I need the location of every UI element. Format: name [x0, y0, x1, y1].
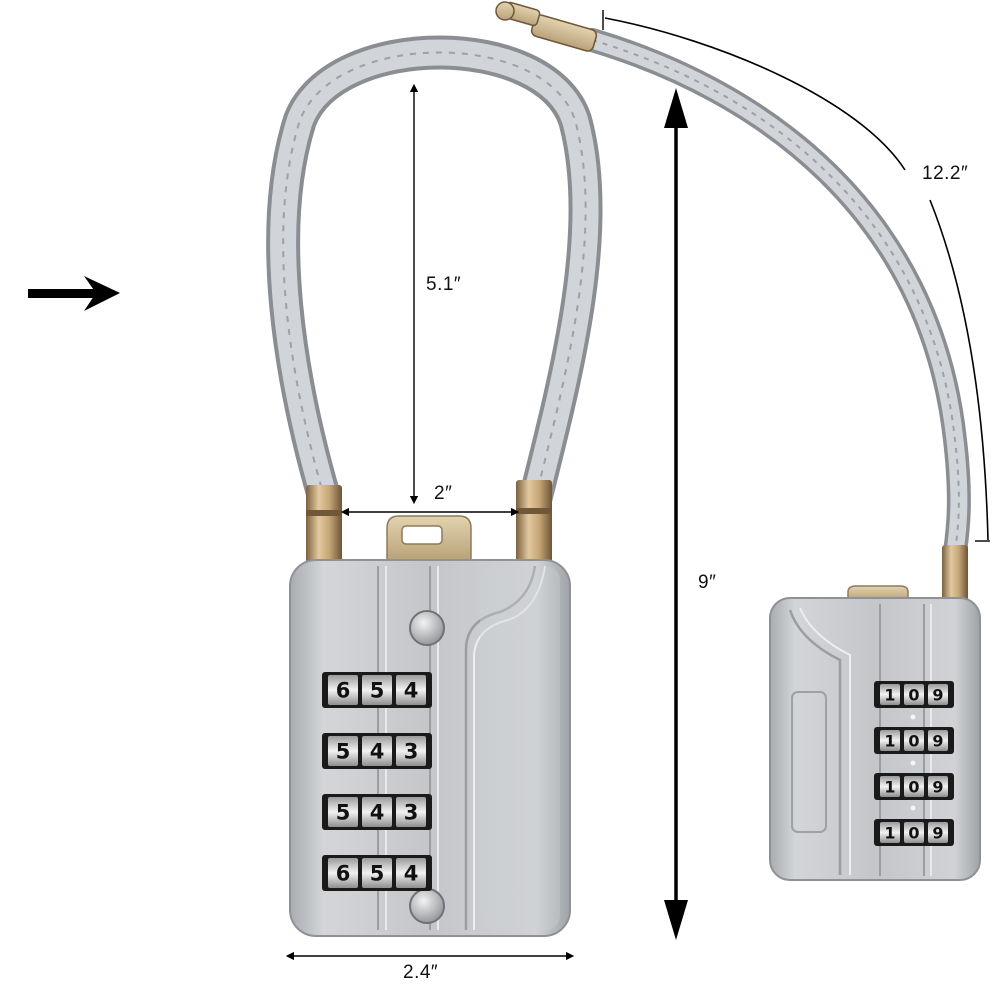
front-dial-wheel[interactable] — [396, 736, 426, 766]
side-dial-wheel[interactable] — [904, 822, 924, 843]
front-dial-wheel[interactable] — [396, 858, 426, 888]
front-dial-wheel[interactable] — [362, 797, 392, 827]
side-dial-wheel[interactable] — [928, 684, 948, 705]
side-dial-digit: 9 — [932, 731, 943, 750]
front-dial-wheel[interactable] — [328, 736, 358, 766]
side-dial-digit: 9 — [932, 685, 943, 704]
side-dial-digit: 1 — [884, 823, 895, 842]
front-dial-digit: 4 — [404, 862, 419, 886]
side-dial-digit: 1 — [884, 731, 895, 750]
label-shackle-width: 2″ — [434, 483, 453, 504]
brass-ferrule-right — [516, 480, 552, 562]
label-body-width: 2.4″ — [403, 962, 439, 983]
front-dial-wheel[interactable] — [396, 675, 426, 705]
label-cable-length: 12.2″ — [922, 163, 969, 184]
dimension-lines — [285, 10, 990, 961]
front-dial-digit: 5 — [370, 679, 385, 703]
side-dial-wheel[interactable] — [928, 822, 948, 843]
label-cable-height: 5.1″ — [426, 274, 462, 295]
front-dial-wheel[interactable] — [362, 736, 392, 766]
side-dial-digit: 0 — [908, 731, 919, 750]
brass-ferrule-side — [942, 545, 968, 605]
side-dial-digit: 0 — [908, 823, 919, 842]
side-dial-wheel[interactable] — [880, 684, 900, 705]
side-dial-digit: 0 — [908, 777, 919, 796]
front-dial-digit: 4 — [370, 801, 385, 825]
front-dial-wheel[interactable] — [328, 797, 358, 827]
side-dial-wheel[interactable] — [928, 730, 948, 751]
side-dial-wheel[interactable] — [928, 776, 948, 797]
front-dial-digit: 4 — [370, 740, 385, 764]
front-dial-digit: 3 — [404, 801, 419, 825]
front-dial-wheel[interactable] — [328, 675, 358, 705]
label-total-height: 9″ — [698, 572, 717, 593]
front-dial-digit: 6 — [336, 862, 351, 886]
side-dial-digit: 0 — [908, 685, 919, 704]
cable-tip — [495, 1, 598, 52]
side-dial-wheel[interactable] — [904, 684, 924, 705]
side-dial-digit: 1 — [884, 777, 895, 796]
lock-button-bottom — [409, 888, 445, 924]
front-dial-digit: 5 — [336, 801, 351, 825]
front-dial-digit: 5 — [336, 740, 351, 764]
front-dial-digit: 4 — [404, 679, 419, 703]
cable-extended — [580, 28, 971, 564]
front-dial-wheel[interactable] — [362, 675, 392, 705]
side-dial-digit: 1 — [884, 685, 895, 704]
front-dial-wheel[interactable] — [396, 797, 426, 827]
brass-ferrule-left — [306, 485, 342, 563]
arrow-right-icon — [28, 276, 120, 311]
side-dial-digit: 9 — [932, 777, 943, 796]
side-dial-wheel[interactable] — [880, 822, 900, 843]
lock-button-top — [409, 610, 445, 646]
front-dial-digit: 3 — [404, 740, 419, 764]
dim-line-cable-length — [604, 17, 906, 171]
front-dial-digit: 6 — [336, 679, 351, 703]
front-dial-digit: 5 — [370, 862, 385, 886]
side-dial-wheel[interactable] — [880, 776, 900, 797]
side-dial-wheel[interactable] — [880, 730, 900, 751]
side-dial-wheel[interactable] — [904, 730, 924, 751]
front-dial-wheel[interactable] — [362, 858, 392, 888]
release-tab — [386, 515, 472, 561]
front-dial-wheel[interactable] — [328, 858, 358, 888]
side-dial-digit: 9 — [932, 823, 943, 842]
side-dial-wheel[interactable] — [904, 776, 924, 797]
